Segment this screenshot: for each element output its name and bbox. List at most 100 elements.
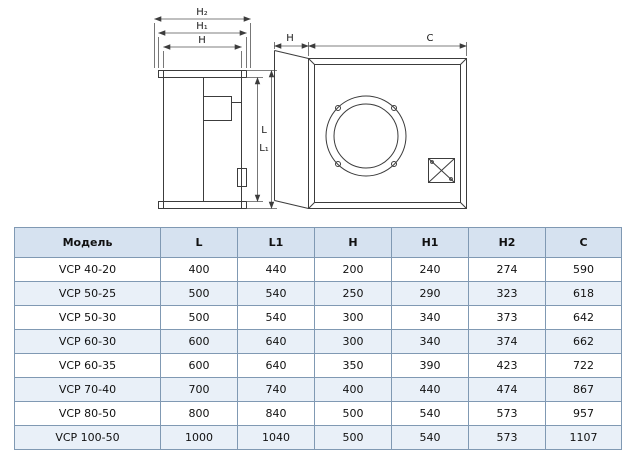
bolt-hole bbox=[335, 105, 341, 111]
value-cell: 800 bbox=[160, 401, 238, 426]
top-flange bbox=[158, 70, 247, 78]
value-cell: 600 bbox=[160, 329, 238, 354]
value-cell: 662 bbox=[545, 329, 622, 354]
side-panel-outline bbox=[308, 58, 467, 209]
inlet-circle-inner bbox=[333, 103, 399, 169]
side-view-dimensions bbox=[274, 42, 467, 56]
perspective-edge-top bbox=[274, 50, 309, 59]
junction-box-screw bbox=[430, 160, 434, 164]
value-cell: 500 bbox=[314, 425, 392, 450]
col-header-h2: H2 bbox=[468, 227, 546, 258]
table-header-row: Модель L L1 H H1 H2 C bbox=[14, 227, 622, 258]
fan-body-outline bbox=[163, 70, 242, 209]
bolt-hole bbox=[391, 161, 397, 167]
value-cell: 573 bbox=[468, 401, 546, 426]
value-cell: 340 bbox=[391, 329, 469, 354]
perspective-edge-bottom bbox=[274, 200, 309, 209]
value-cell: 540 bbox=[391, 401, 469, 426]
dim-label-c: C bbox=[427, 33, 434, 44]
value-cell: 642 bbox=[545, 305, 622, 330]
value-cell: 1000 bbox=[160, 425, 238, 450]
dim-label-l1: L₁ bbox=[259, 143, 269, 154]
value-cell: 500 bbox=[160, 281, 238, 306]
side-view bbox=[274, 50, 467, 209]
col-header-l: L bbox=[160, 227, 238, 258]
model-cell: VCP 100-50 bbox=[14, 425, 161, 450]
col-header-h1: H1 bbox=[391, 227, 469, 258]
value-cell: 323 bbox=[468, 281, 546, 306]
junction-box-cross-line bbox=[428, 158, 455, 183]
value-cell: 500 bbox=[160, 305, 238, 330]
front-view-dimensions bbox=[154, 16, 277, 209]
value-cell: 240 bbox=[391, 257, 469, 282]
value-cell: 600 bbox=[160, 353, 238, 378]
value-cell: 573 bbox=[468, 425, 546, 450]
value-cell: 500 bbox=[314, 401, 392, 426]
value-cell: 840 bbox=[237, 401, 315, 426]
bottom-flange bbox=[158, 201, 247, 209]
bolt-hole bbox=[335, 161, 341, 167]
terminal-box-front bbox=[237, 168, 247, 187]
corner-edge-line bbox=[308, 58, 315, 65]
model-cell: VCP 80-50 bbox=[14, 401, 161, 426]
col-header-c: C bbox=[545, 227, 622, 258]
value-cell: 440 bbox=[391, 377, 469, 402]
value-cell: 640 bbox=[237, 353, 315, 378]
value-cell: 722 bbox=[545, 353, 622, 378]
dim-label-h: H bbox=[198, 35, 206, 46]
front-view bbox=[158, 70, 247, 209]
value-cell: 867 bbox=[545, 377, 622, 402]
col-header-l1: L1 bbox=[237, 227, 315, 258]
model-cell: VCP 70-40 bbox=[14, 377, 161, 402]
value-cell: 423 bbox=[468, 353, 546, 378]
value-cell: 474 bbox=[468, 377, 546, 402]
value-cell: 300 bbox=[314, 305, 392, 330]
junction-box-screw bbox=[449, 177, 453, 181]
value-cell: 640 bbox=[237, 329, 315, 354]
bolt-hole bbox=[391, 105, 397, 111]
motor-outline bbox=[203, 96, 232, 121]
corner-edge-line bbox=[460, 202, 467, 209]
value-cell: 300 bbox=[314, 329, 392, 354]
dimension-drawing: H₂ H₁ H L L₁ H C bbox=[154, 7, 467, 209]
dim-label-h1: H₁ bbox=[196, 21, 208, 32]
dim-label-h-side: H bbox=[286, 33, 294, 44]
value-cell: 540 bbox=[391, 425, 469, 450]
model-cell: VCP 60-30 bbox=[14, 329, 161, 354]
value-cell: 740 bbox=[237, 377, 315, 402]
corner-edge-line bbox=[460, 58, 467, 65]
value-cell: 700 bbox=[160, 377, 238, 402]
value-cell: 400 bbox=[160, 257, 238, 282]
model-cell: VCP 50-25 bbox=[14, 281, 161, 306]
model-cell: VCP 60-35 bbox=[14, 353, 161, 378]
value-cell: 373 bbox=[468, 305, 546, 330]
value-cell: 290 bbox=[391, 281, 469, 306]
value-cell: 590 bbox=[545, 257, 622, 282]
dim-label-h2: H₂ bbox=[196, 7, 208, 18]
side-panel-inner-outline bbox=[314, 64, 461, 203]
value-cell: 274 bbox=[468, 257, 546, 282]
corner-edge-line bbox=[308, 202, 315, 209]
value-cell: 374 bbox=[468, 329, 546, 354]
junction-box-outline bbox=[428, 158, 455, 183]
dimension-labels: H₂ H₁ H L L₁ H C bbox=[196, 7, 433, 154]
value-cell: 200 bbox=[314, 257, 392, 282]
inlet-circle-outer bbox=[325, 95, 407, 177]
value-cell: 540 bbox=[237, 305, 315, 330]
value-cell: 350 bbox=[314, 353, 392, 378]
model-cell: VCP 40-20 bbox=[14, 257, 161, 282]
value-cell: 540 bbox=[237, 281, 315, 306]
value-cell: 390 bbox=[391, 353, 469, 378]
col-header-h: H bbox=[314, 227, 392, 258]
value-cell: 1040 bbox=[237, 425, 315, 450]
junction-box bbox=[428, 158, 455, 183]
